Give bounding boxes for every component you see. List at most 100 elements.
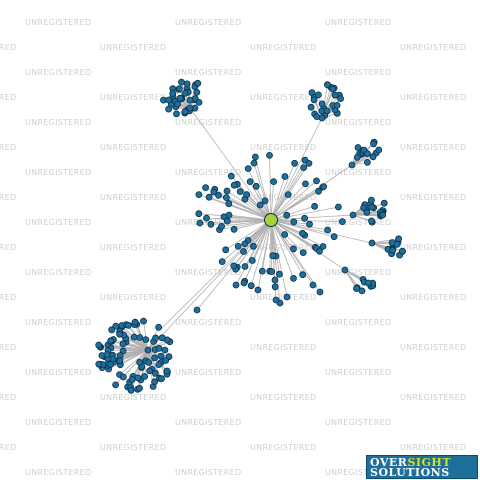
graph-node [236,188,244,196]
graph-edge [250,219,272,286]
graph-node [218,222,226,230]
graph-node [131,318,139,326]
graph-node [195,191,203,199]
watermark-text: UNREGISTERED [325,118,392,127]
watermark-text: UNREGISTERED [25,418,92,427]
graph-node [272,296,280,304]
graph-edge [189,107,272,221]
graph-node [368,217,375,225]
graph-node [281,173,289,180]
graph-node [247,282,255,290]
graph-node [145,359,153,366]
watermark-text: UNREGISTERED [400,143,467,152]
graph-node [337,95,345,102]
watermark-text: UNREGISTERED [400,193,467,202]
logo-line-oversight: OVERSIGHT [370,457,451,468]
graph-node [152,334,160,342]
graph-edge [243,219,272,284]
graph-node [243,191,251,199]
graph-node [323,107,331,115]
graph-node [283,293,291,301]
graph-node [136,334,144,341]
graph-node [222,246,230,254]
graph-node [302,180,309,188]
oversight-solutions-logo: OVERSIGHT SOLUTIONS [366,455,478,479]
graph-node [202,184,210,192]
graph-edge [147,349,170,358]
graph-node [151,369,159,377]
graph-node [323,81,331,89]
graph-node [261,197,269,205]
graph-node [290,218,298,226]
graph-node [134,374,142,382]
graph-edge [270,219,328,231]
logo-word-over: OVER [370,456,408,469]
graph-edge [270,117,323,221]
graph-edge [270,164,353,221]
graph-node [290,274,297,282]
graph-node [348,161,356,169]
watermark-text: UNREGISTERED [0,93,17,102]
graph-edge [270,163,295,221]
graph-node [142,336,150,344]
watermark-text: UNREGISTERED [175,168,242,177]
graph-node [186,96,194,104]
logo-word-sight: SIGHT [407,456,452,469]
watermark-text: UNREGISTERED [250,243,317,252]
graph-node [112,322,120,330]
graph-node [395,235,403,243]
graph-edge [119,349,149,375]
graph-node [210,188,218,196]
graph-node [186,104,194,112]
watermark-text: UNREGISTERED [400,93,467,102]
graph-node [230,181,238,189]
graph-node [353,285,360,293]
graph-node [380,199,388,207]
graph-node [169,90,177,97]
edge-group [98,81,403,391]
graph-node [225,200,233,208]
graph-edge [270,219,373,244]
watermark-text: UNREGISTERED [100,193,167,202]
graph-edge [198,213,272,221]
graph-node [318,100,326,108]
graph-node [155,344,163,352]
graph-node [116,357,124,365]
watermark-text: UNREGISTERED [0,393,17,402]
graph-node [364,279,372,287]
watermark-text: UNREGISTERED [175,118,242,127]
watermark-text: UNREGISTERED [400,43,467,52]
watermark-text: UNREGISTERED [325,218,392,227]
graph-node [232,281,240,289]
graph-node [222,194,230,202]
graph-node [244,165,252,173]
watermark-text: UNREGISTERED [250,143,317,152]
graph-node [329,85,337,93]
graph-edge [270,160,306,221]
graph-node [146,367,154,375]
graph-node [240,248,247,255]
graph-node [310,96,318,104]
graph-node [360,204,368,212]
graph-node [174,100,182,108]
watermark-text: UNREGISTERED [0,293,17,302]
graph-node [270,178,278,186]
watermark-text: UNREGISTERED [250,293,317,302]
graph-node [162,357,170,364]
graph-node [306,220,313,228]
graph-edge [147,349,155,382]
graph-edge [269,155,272,221]
watermark-text: UNREGISTERED [100,143,167,152]
graph-node [330,233,338,241]
graph-node [341,266,349,274]
watermark-text: UNREGISTERED [25,118,92,127]
graph-node [178,78,185,86]
graph-node [393,240,401,248]
watermark-text: UNREGISTERED [25,318,92,327]
watermark-text: UNREGISTERED [175,468,242,477]
graph-node [215,191,222,199]
watermark-text: UNREGISTERED [0,143,17,152]
graph-node [331,91,339,99]
